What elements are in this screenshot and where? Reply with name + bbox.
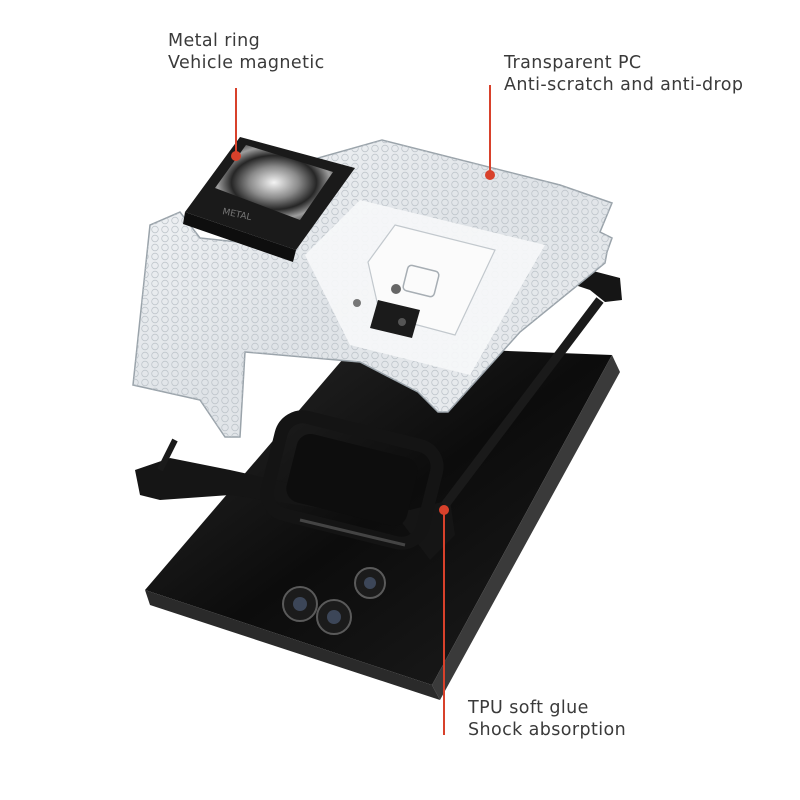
magnet-hole-icon <box>391 284 401 294</box>
tpu-callout: TPU soft glue Shock absorption <box>468 697 626 741</box>
tpu-subtitle: Shock absorption <box>468 720 627 740</box>
metal-ring-plate: METAL <box>183 137 355 262</box>
metal-ring-callout: Metal ring Vehicle magnetic <box>168 30 325 74</box>
metal-ring-marker-icon <box>231 151 241 161</box>
metal-ring-title: Metal ring <box>168 31 261 51</box>
transparent-pc-subtitle: Anti-scratch and anti-drop <box>504 75 744 95</box>
pc-marker-icon <box>485 170 495 180</box>
tpu-marker-icon <box>439 505 449 515</box>
tpu-title: TPU soft glue <box>468 698 589 718</box>
transparent-pc-callout: Transparent PC Anti-scratch and anti-dro… <box>504 52 743 96</box>
tpu-bumper-frame <box>135 265 622 560</box>
transparent-pc-title: Transparent PC <box>504 53 642 73</box>
callout-connectors <box>231 85 495 735</box>
transparent-pc-plate <box>132 139 613 438</box>
metal-ring-subtitle: Vehicle magnetic <box>168 53 325 73</box>
